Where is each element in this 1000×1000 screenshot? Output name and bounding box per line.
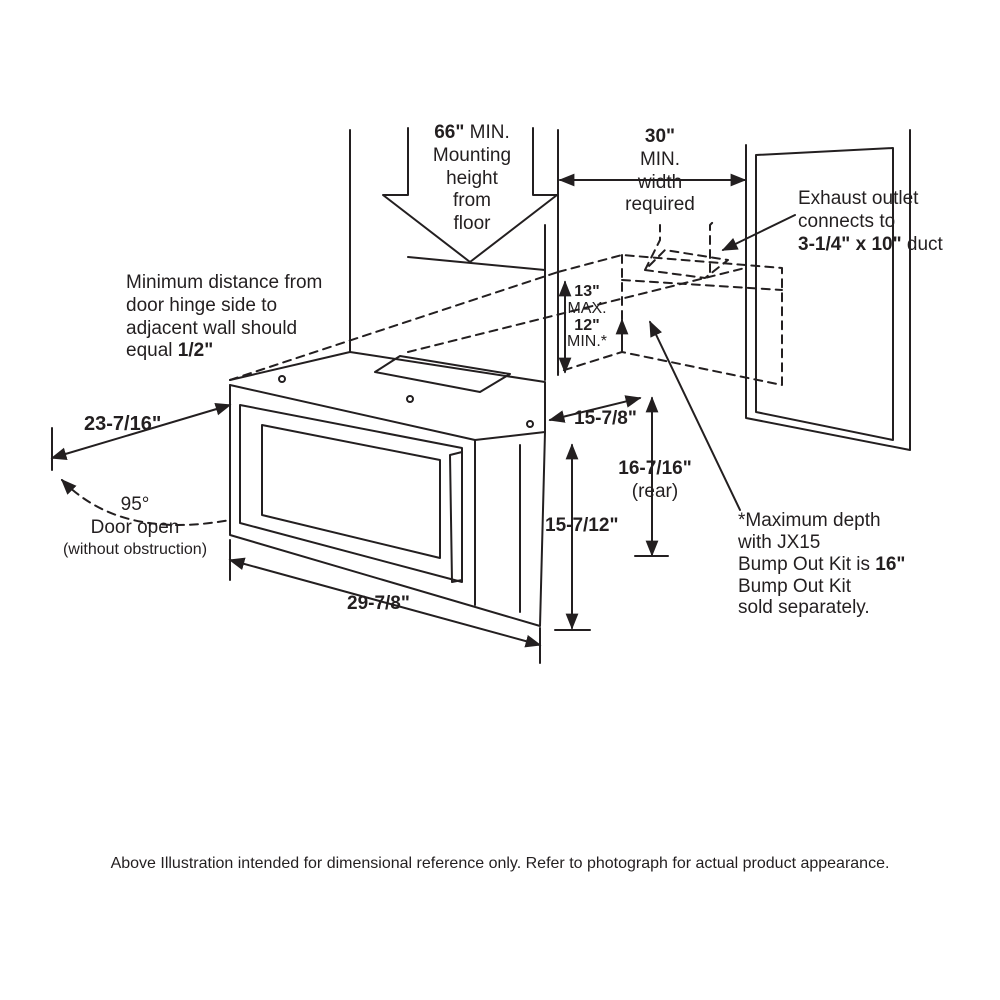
hinge-line-1: Minimum distance from bbox=[126, 272, 323, 293]
width-required-line-1: MIN. bbox=[639, 148, 681, 170]
bump-out-note: *Maximum depth with JX15 Bump Out Kit is… bbox=[738, 510, 905, 619]
clearance-min-value: 12" bbox=[574, 316, 600, 334]
door-swing-dimension: 23-7/16" bbox=[84, 413, 162, 435]
hinge-distance-value: 1/2" bbox=[177, 340, 214, 362]
microwave-body bbox=[229, 351, 546, 627]
clearance-max-word: MAX. bbox=[567, 299, 607, 317]
door-open-text: Door open bbox=[90, 516, 180, 538]
width-required-line-2: width bbox=[637, 171, 683, 193]
mounting-height-min: MIN. bbox=[469, 122, 510, 143]
door-swing-arc bbox=[60, 478, 231, 526]
bump-out-line-5: sold separately. bbox=[738, 597, 870, 619]
rear-height-note: (rear) bbox=[631, 480, 679, 502]
mounting-height-value: 66" bbox=[434, 122, 465, 143]
mounting-height-line-1: Mounting bbox=[432, 144, 512, 166]
width-dimension: 29-7/8" bbox=[347, 593, 410, 614]
clearance-min-word: MIN.* bbox=[567, 333, 607, 351]
door-angle: 95° bbox=[120, 494, 150, 515]
rear-height-value: 16-7/16" bbox=[618, 458, 692, 479]
wall-cabinet bbox=[349, 129, 559, 381]
hinge-line-3: adjacent wall should bbox=[126, 317, 298, 339]
door-open-label: 95° Door open (without obstruction) bbox=[40, 494, 230, 559]
hinge-distance-note: Minimum distance from door hinge side to… bbox=[126, 272, 322, 363]
mounting-height-line-4: floor bbox=[453, 213, 491, 235]
hinge-line-4-prefix: equal bbox=[126, 340, 173, 362]
width-required-label: 30" MIN. width required bbox=[610, 126, 710, 217]
footer-disclaimer: Above Illustration intended for dimensio… bbox=[110, 855, 890, 872]
bump-out-line-4: Bump Out Kit bbox=[738, 575, 851, 597]
exhaust-duct-size: 3-1/4" x 10" bbox=[798, 233, 902, 255]
rear-height-dimension: 16-7/16" (rear) bbox=[600, 458, 710, 504]
dimension-lines bbox=[50, 173, 747, 664]
bump-out-line-1: *Maximum depth bbox=[738, 510, 881, 531]
exhaust-line-1: Exhaust outlet bbox=[798, 188, 919, 209]
bump-out-line-3-prefix: Bump Out Kit is bbox=[738, 553, 870, 575]
front-height-dimension: 15-7/12" bbox=[545, 515, 619, 536]
mounting-height-arrow bbox=[382, 127, 558, 263]
mounting-height-line-3: from bbox=[453, 190, 491, 212]
mounting-height-label: 66" MIN. Mounting height from floor bbox=[412, 122, 532, 236]
bump-out-depth-value: 16" bbox=[875, 553, 906, 575]
cabinet-recess bbox=[229, 219, 783, 386]
hinge-line-2: door hinge side to bbox=[126, 294, 278, 316]
exhaust-duct-word: duct bbox=[906, 233, 943, 255]
door-open-note: (without obstruction) bbox=[62, 540, 208, 558]
window bbox=[745, 129, 911, 451]
width-required-value: 30" bbox=[644, 126, 676, 147]
clearance-max-value: 13" bbox=[574, 283, 600, 300]
exhaust-outlet-label: Exhaust outlet connects to 3-1/4" x 10" … bbox=[798, 188, 943, 256]
width-required-line-3: required bbox=[625, 194, 695, 216]
bump-out-line-2: with JX15 bbox=[738, 531, 821, 553]
top-depth-dimension: 15-7/8" bbox=[574, 408, 637, 429]
exhaust-line-2: connects to bbox=[798, 210, 896, 232]
clearance-label: 13" MAX. 12" MIN.* bbox=[558, 283, 616, 351]
mounting-height-line-2: height bbox=[446, 167, 498, 189]
